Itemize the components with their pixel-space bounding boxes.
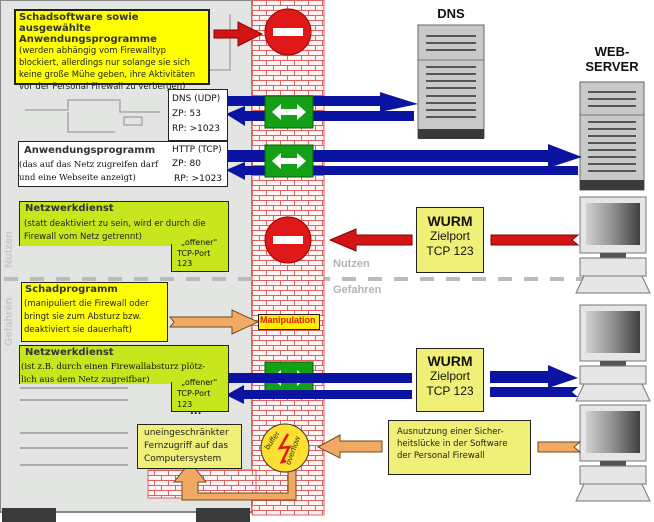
network-service-1-port-3: 123	[177, 259, 193, 268]
http-protocol: HTTP (TCP)	[172, 145, 222, 155]
stop-sign-icon-2	[264, 216, 312, 264]
application-box	[18, 141, 228, 187]
exploit-line-2: heitslücke in der Software	[397, 439, 508, 449]
client-computer-icon-2	[575, 304, 651, 402]
network-service-1-title: Netzwerkdienst	[25, 203, 114, 214]
exploit-line-1: Ausnutzung einer Sicher-	[397, 427, 504, 437]
malware-program-desc-3: deaktiviert sie dauerhaft)	[24, 325, 132, 335]
network-service-2-port-1: „offener"	[181, 378, 218, 387]
network-service-2-desc-2: lich aus dem Netz zugreifbar)	[21, 375, 150, 385]
network-service-2-port-3: 123	[177, 400, 193, 409]
zone-label-benefit: Nutzen	[333, 258, 370, 270]
network-service-2-port-2: TCP-Port	[177, 389, 211, 398]
worm-2-line-1: Zielport	[429, 369, 470, 383]
network-service-2-box	[19, 345, 229, 384]
network-service-1-port-2: TCP-Port	[177, 249, 211, 258]
worm-1-line-2: TCP 123	[426, 244, 474, 258]
worm-1-title: WURM	[427, 213, 473, 229]
application-title: Anwendungsprogramm	[24, 145, 156, 156]
dns-port-box	[168, 89, 228, 141]
network-service-1-desc-2: Firewall vom Netz getrennt)	[24, 232, 142, 242]
network-service-2-desc-1: (ist z.B. durch einen Firewallabsturz pl…	[21, 362, 206, 372]
blocked-outbound-arrow	[213, 21, 264, 47]
network-service-1-desc-1: (statt deaktiviert zu sein, wird er durc…	[24, 219, 206, 229]
malware-apps-desc-4: vor der Personal Firewall zu verbergen)	[19, 82, 186, 92]
network-service-1-port-1: „offener"	[181, 238, 218, 247]
network-service-2-port-tab	[171, 382, 229, 412]
client-computer-icon-3	[575, 404, 651, 502]
buffer-overflow-icon	[260, 423, 310, 473]
exploit-box: Ausnutzung einer Sicher- heitslücke in d…	[388, 420, 531, 475]
http-source-port: RP: >1023	[174, 174, 223, 184]
overflow-access-arrow	[172, 461, 297, 501]
malware-apps-title-2: Anwendungsprogramme	[19, 34, 157, 45]
http-traffic-arrows	[226, 144, 582, 180]
web-server-label: WEB- SERVER	[574, 44, 650, 74]
malware-apps-desc-1: (werden abhängig vom Firewalltyp	[19, 46, 167, 56]
web-server-label-line1: WEB-	[594, 44, 630, 59]
pass-through-icon-dns	[264, 95, 314, 129]
pass-through-icon-http	[264, 144, 314, 178]
worm-pass-arrows	[226, 365, 578, 404]
malware-apps-title-1: Schadsoftware sowie ausgewählte	[19, 12, 139, 34]
dns-source-port: RP: >1023	[172, 124, 221, 134]
malware-apps-box: Schadsoftware sowie ausgewählte Anwendun…	[14, 9, 210, 92]
dns-server-label: DNS	[437, 6, 465, 21]
application-desc-1: (das auf das Netz zugreifen darf	[19, 160, 159, 170]
zone-label-danger-vertical: Gefahren	[3, 297, 15, 346]
remote-access-line-1: uneingeschränkter	[144, 428, 229, 438]
exploit-line-3: der Personal Firewall	[397, 451, 485, 461]
dns-target-port: ZP: 53	[172, 109, 201, 119]
malware-program-desc-1: (manipuliert die Firewall oder	[24, 299, 149, 309]
client-computer-icon-1	[575, 196, 651, 294]
ellipsis: ...	[190, 406, 202, 417]
exploit-arrows	[316, 434, 582, 459]
worm-blocked-arrows	[328, 228, 580, 252]
application-desc-2: und eine Webseite anzeigt)	[19, 173, 136, 183]
malware-apps-desc-2: blockiert, allerdings nur solange sie si…	[19, 58, 191, 68]
zone-label-benefit-vertical: Nutzen	[3, 231, 15, 268]
manipulation-arrow	[168, 309, 260, 335]
worm-2-title: WURM	[427, 353, 473, 369]
worm-1-box: WURM Zielport TCP 123	[416, 207, 484, 273]
manipulation-badge	[258, 314, 320, 330]
malware-program-title: Schadprogramm	[25, 284, 118, 295]
network-service-1-box	[19, 201, 229, 246]
http-target-port: ZP: 80	[172, 159, 201, 169]
web-server-label-line2: SERVER	[585, 59, 639, 74]
worm-2-box: WURM Zielport TCP 123	[416, 348, 484, 412]
malware-program-desc-2: bringt sie zum Absturz bzw.	[24, 312, 142, 322]
network-service-2-title: Netzwerkdienst	[25, 347, 114, 358]
zone-label-danger: Gefahren	[333, 284, 382, 296]
remote-access-box: uneingeschränkter Fernzugriff auf das Co…	[137, 424, 242, 469]
stop-sign-icon-1	[264, 8, 312, 56]
dns-server-icon	[417, 24, 485, 139]
worm-2-line-2: TCP 123	[426, 384, 474, 398]
remote-access-line-3: Computersystem	[144, 454, 222, 464]
worm-1-line-1: Zielport	[429, 229, 470, 243]
malware-program-box	[21, 282, 168, 342]
web-server-icon	[579, 81, 645, 191]
remote-access-line-2: Fernzugriff auf das	[144, 441, 229, 451]
manipulation-label: Manipulation	[260, 315, 316, 325]
dns-protocol: DNS (UDP)	[172, 94, 221, 104]
network-service-1-port-tab	[171, 244, 229, 272]
malware-apps-desc-3: keine große Mühe geben, ihre Aktivitäten	[19, 70, 196, 80]
